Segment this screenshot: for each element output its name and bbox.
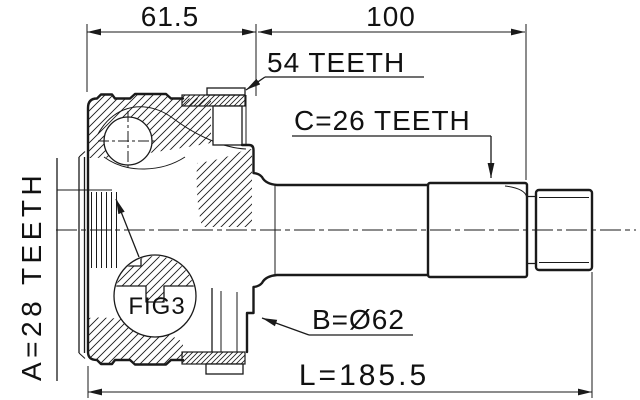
tone-ring-teeth-band — [181, 94, 246, 107]
label-a-teeth-text: A=28 TEETH — [16, 171, 47, 381]
cage-curve — [103, 156, 186, 170]
label-b-leader-arrow — [261, 317, 310, 336]
abs-tone-ring — [181, 87, 247, 146]
dim-length-text: L=185.5 — [299, 359, 429, 392]
tone-ring-flange — [206, 87, 246, 96]
bell-outline-left — [86, 92, 185, 366]
label-c-teeth-text: C=26 TEETH — [294, 105, 471, 136]
spline-relief-curve — [504, 185, 527, 197]
dim-100-text: 100 — [366, 1, 416, 32]
boot-band-flange — [205, 363, 244, 375]
fig3-detail: FIG3 — [113, 198, 197, 338]
label-54-leader-arrow — [245, 76, 266, 91]
dim-61-5-text: 61.5 — [141, 1, 200, 32]
boot-band-hatch — [181, 351, 246, 365]
bell-outline-right-bottom — [245, 273, 430, 354]
fig3-label: FIG3 — [128, 293, 185, 320]
thread-lines — [539, 197, 589, 263]
label-54-teeth-text: 54 TEETH — [267, 47, 405, 78]
bell-housing: FIG3 — [78, 87, 430, 375]
inner-race-section-hatch — [196, 149, 252, 227]
lower-wall-section-hatch — [88, 317, 183, 365]
boot-groove-band — [181, 351, 246, 375]
bearing-ball — [98, 111, 158, 171]
tone-ring-hub — [212, 105, 243, 146]
label-c-26-teeth: C=26 TEETH — [292, 105, 495, 178]
dimension-overall-length: L=185.5 — [87, 272, 593, 398]
label-b-diameter-text: B=Ø62 — [312, 304, 405, 335]
label-54-teeth: 54 TEETH — [245, 47, 424, 91]
bell-outline-right-top — [240, 143, 430, 187]
fig3-leader-arrow — [115, 198, 140, 258]
dimension-61-5: 61.5 — [86, 1, 257, 96]
label-a-28-teeth: A=28 TEETH — [16, 158, 112, 381]
label-b-diameter: B=Ø62 — [261, 304, 413, 336]
neck-groove — [527, 195, 536, 265]
dimension-100: 100 — [258, 1, 527, 180]
